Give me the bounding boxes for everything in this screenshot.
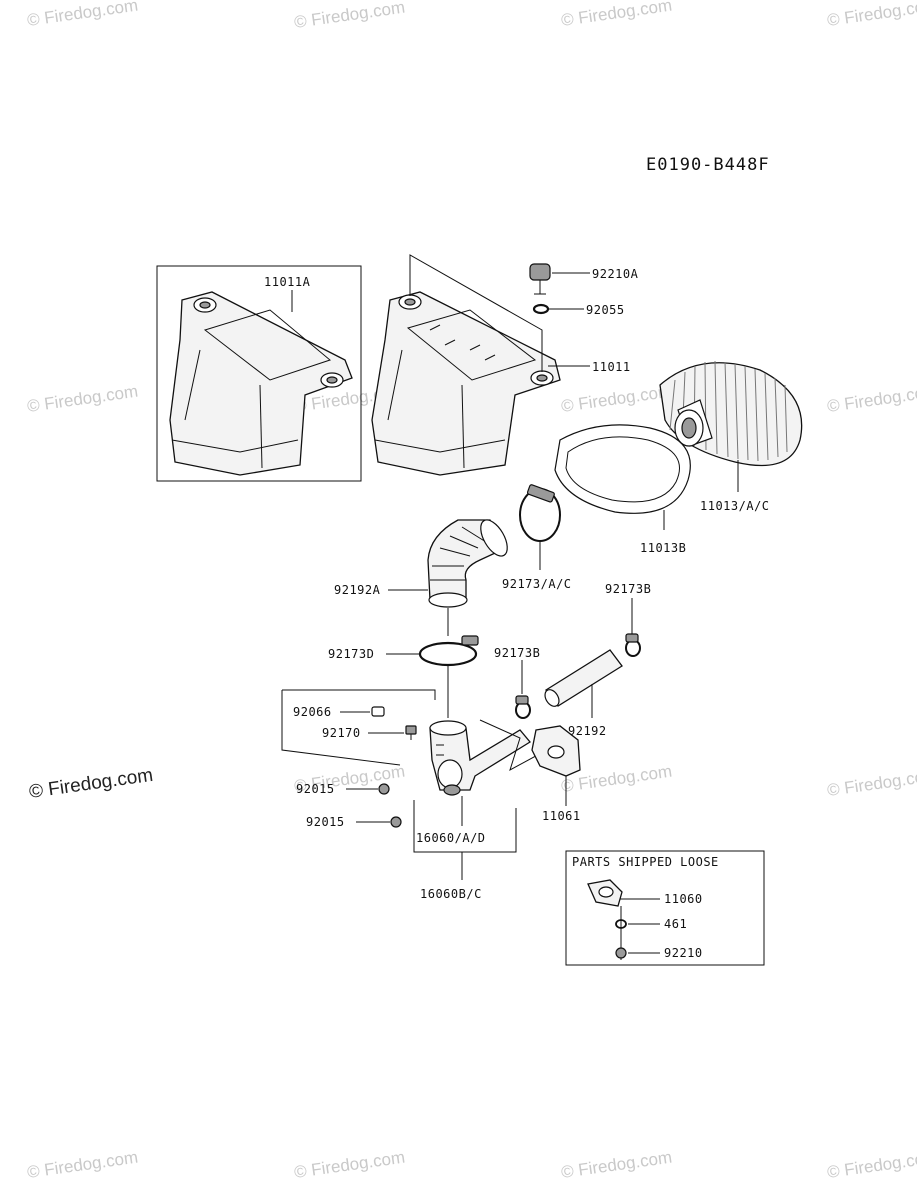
diagram-code: E0190-B448F [646, 155, 770, 175]
loose-item-92210: 92210 [664, 946, 703, 960]
label-11013B: 11013B [640, 541, 686, 555]
variant-box [156, 265, 362, 482]
nut-92015 [378, 783, 390, 795]
leader [409, 254, 543, 372]
label-92173B-top: 92173B [605, 582, 651, 596]
air-cleaner-cover-variant [169, 291, 353, 476]
watermark: © Firedog.com [826, 382, 917, 416]
label-16060-A-D: 16060/A/D [416, 831, 486, 845]
watermark: © Firedog.com [826, 766, 917, 800]
label-92192A: 92192A [334, 583, 381, 597]
label-11013-A-C: 11013/A/C [700, 499, 770, 513]
label-16060B-C: 16060B/C [420, 887, 482, 901]
washer-461 [615, 919, 627, 929]
knob-92210A [529, 263, 551, 295]
straight-hose [544, 649, 623, 707]
label-11011: 11011 [592, 360, 631, 374]
leader [479, 719, 557, 772]
label-92210A: 92210A [592, 267, 639, 281]
label-92015-a: 92015 [296, 782, 335, 796]
label-92170: 92170 [322, 726, 361, 740]
watermark: © Firedog.com [293, 0, 406, 32]
watermark: © Firedog.com [826, 1148, 917, 1182]
pre-cleaner [554, 424, 691, 514]
nut-92210 [615, 947, 627, 959]
watermark: © Firedog.com [826, 0, 917, 30]
label-11011A: 11011A [264, 275, 311, 289]
watermark: © Firedog.com [560, 0, 673, 30]
watermark: © Firedog.com [560, 1148, 673, 1182]
nut-92015 [390, 816, 402, 828]
air-filter-element [659, 360, 803, 467]
watermark: © Firedog.com [293, 1148, 406, 1182]
leader [282, 689, 436, 700]
label-92066: 92066 [293, 705, 332, 719]
air-cleaner-cover [371, 291, 561, 476]
label-92055: 92055 [586, 303, 625, 317]
loose-parts-title: PARTS SHIPPED LOOSE [572, 855, 719, 869]
label-92173B-mid: 92173B [494, 646, 540, 660]
plug-92066 [371, 706, 385, 717]
label-92192: 92192 [568, 724, 607, 738]
label-11061: 11061 [542, 809, 581, 823]
elbow-hose [427, 519, 508, 608]
watermark: © Firedog.com [26, 382, 139, 416]
inlet-pipe [429, 720, 531, 796]
hose-clamp [625, 633, 641, 657]
o-ring-92055 [532, 303, 550, 315]
clip-92170 [405, 725, 417, 740]
loose-item-11060: 11060 [664, 892, 703, 906]
leader [413, 800, 517, 853]
hose-clamp [418, 635, 479, 667]
gasket-11061 [531, 725, 581, 777]
leader [281, 690, 401, 766]
watermark: © Firedog.com [26, 0, 139, 30]
loose-item-461: 461 [664, 917, 687, 931]
label-92173-A-C: 92173/A/C [502, 577, 572, 591]
label-92173D: 92173D [328, 647, 374, 661]
watermark: © Firedog.com [28, 765, 155, 803]
hose-clamp [519, 484, 561, 542]
watermark: © Firedog.com [560, 382, 673, 416]
parts-shipped-loose: PARTS SHIPPED LOOSE 11060 461 92210 [565, 850, 765, 966]
watermarks: © Firedog.com © Firedog.com © Firedog.co… [26, 0, 917, 1182]
hose-clamp [515, 695, 531, 719]
label-92015-b: 92015 [306, 815, 345, 829]
watermark: © Firedog.com [26, 1148, 139, 1182]
